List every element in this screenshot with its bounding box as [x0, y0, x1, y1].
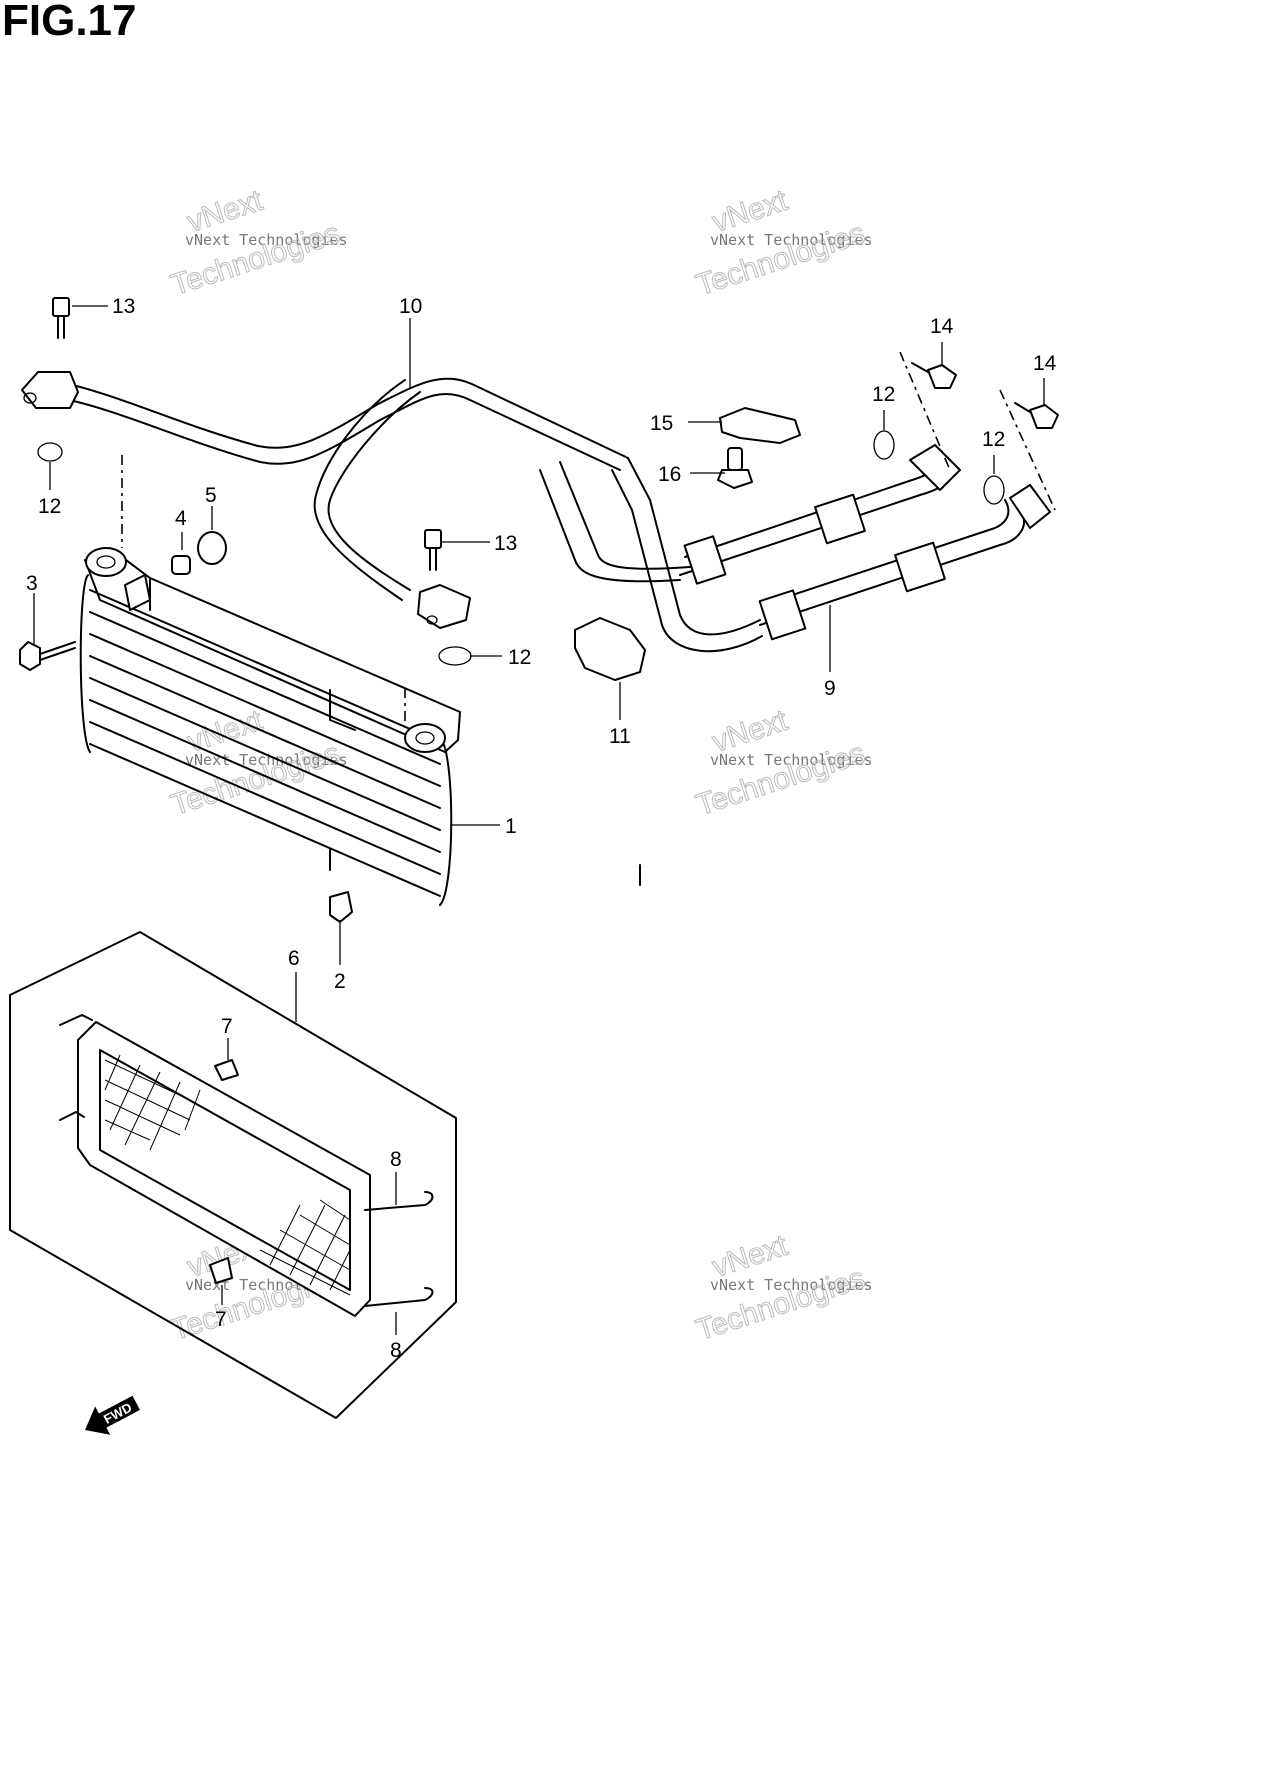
callout-14: 14 — [1033, 352, 1057, 375]
bolt — [424, 529, 442, 571]
collar — [171, 555, 191, 575]
callout-9: 9 — [824, 677, 836, 700]
callout-13: 13 — [112, 295, 135, 318]
figure-title: FIG.17 — [2, 0, 137, 45]
grommet — [197, 531, 227, 565]
o-ring — [983, 475, 1005, 505]
cooler-guard — [9, 931, 457, 1419]
watermark-text: vNext Technologies — [710, 231, 873, 249]
callout-16: 16 — [658, 463, 681, 486]
bolt — [52, 297, 70, 339]
callout-3: 3 — [26, 572, 38, 595]
bolt — [19, 641, 76, 671]
callout-8: 8 — [390, 1148, 402, 1171]
callout-12: 12 — [508, 646, 531, 669]
watermark-text: vNext Technologies — [185, 751, 348, 769]
clip — [329, 891, 353, 923]
leader-lines — [33, 305, 1045, 1335]
bolt — [911, 362, 957, 389]
callout-14: 14 — [930, 315, 954, 338]
callout-13: 13 — [494, 532, 517, 555]
o-ring — [37, 442, 63, 462]
watermark-text: vNext Technologies — [710, 1276, 873, 1294]
cushion — [574, 617, 646, 681]
o-ring — [438, 646, 472, 666]
watermark: vNext vNext Technologies Technologies — [167, 703, 348, 822]
fwd-label: FWD — [101, 1400, 134, 1427]
watermark: vNext vNext Technologies Technologies — [167, 183, 348, 302]
callout-7: 7 — [215, 1308, 227, 1331]
callout-11: 11 — [609, 725, 631, 748]
bolt — [1014, 402, 1059, 429]
callout-10: 10 — [399, 295, 422, 318]
oil-hose-assembly — [679, 444, 1051, 641]
callout-7: 7 — [221, 1015, 233, 1038]
watermark-text: vNext Technologies — [710, 751, 873, 769]
callout-6: 6 — [288, 947, 300, 970]
oil-pipe-upper — [21, 371, 763, 653]
o-ring — [873, 430, 895, 460]
callout-12: 12 — [38, 495, 61, 518]
forward-direction-arrow: FWD — [85, 1395, 140, 1435]
callout-1: 1 — [505, 815, 517, 838]
callout-4: 4 — [175, 507, 187, 530]
watermark-text: vNext Technologies — [185, 231, 348, 249]
cooler-fins — [89, 589, 441, 897]
callout-8: 8 — [390, 1339, 402, 1362]
watermark: vNext vNext Technologies Technologies — [692, 1228, 873, 1347]
callout-5: 5 — [205, 484, 217, 507]
bolt — [717, 447, 753, 489]
watermark: vNext vNext Technologies Technologies — [692, 183, 873, 302]
callout-2: 2 — [334, 970, 346, 993]
callout-12: 12 — [982, 428, 1005, 451]
callout-labels: 13 10 12 4 5 3 13 12 1 2 6 7 8 7 8 11 9 … — [26, 295, 1057, 1362]
watermark: vNext vNext Technologies Technologies — [692, 703, 873, 822]
callout-12: 12 — [872, 383, 895, 406]
guard-mesh — [104, 1054, 351, 1296]
callout-15: 15 — [650, 412, 673, 435]
bracket — [719, 407, 801, 444]
oil-cooler — [79, 547, 641, 906]
